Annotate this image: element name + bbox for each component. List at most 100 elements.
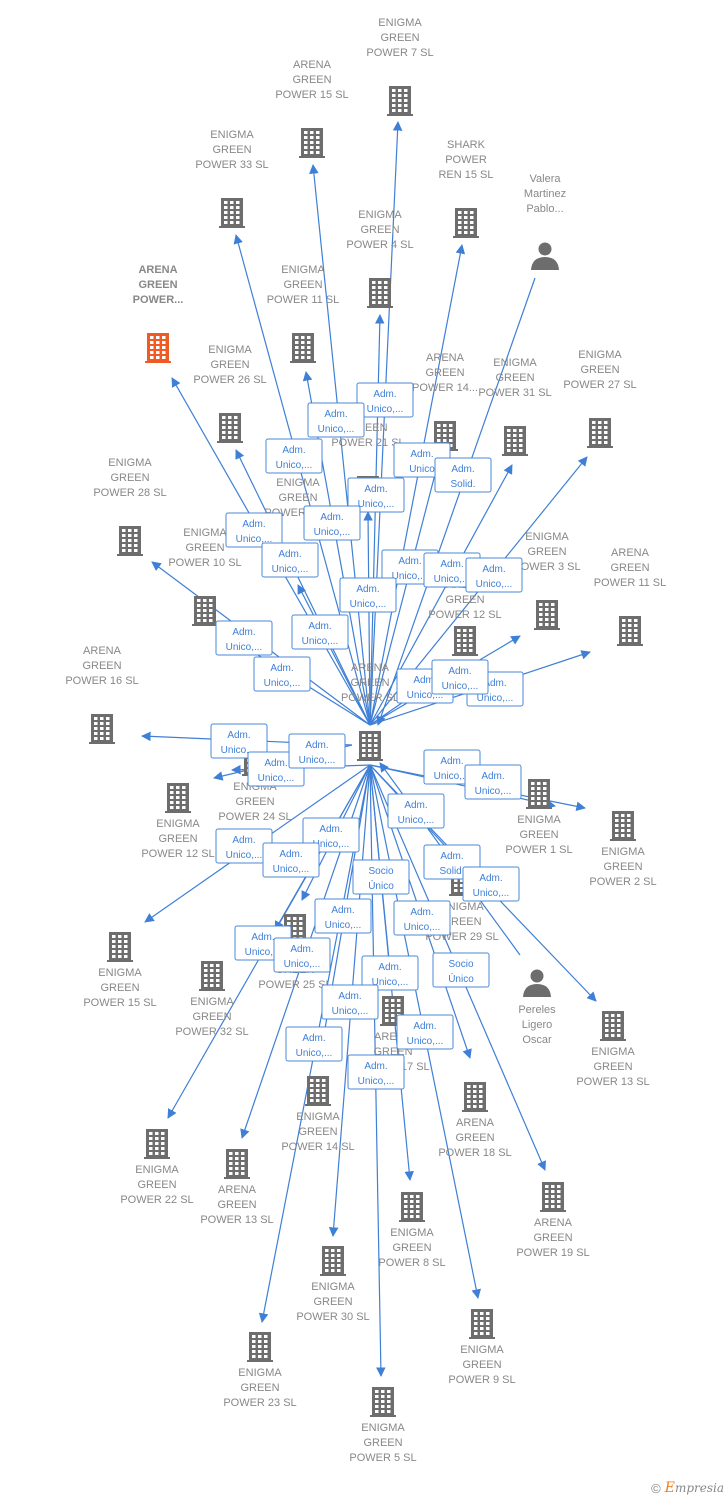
building-icon-window [404,1200,408,1203]
building-icon[interactable] [453,208,479,238]
node-label-line: GREEN [442,916,481,928]
role-label[interactable]: Adm.Unico,... [215,620,273,656]
building-icon-window [545,1200,549,1203]
building-icon-window [112,955,116,958]
building-icon-window [170,796,174,799]
building-icon[interactable] [299,128,325,158]
role-box [387,793,445,829]
building-icon[interactable] [370,1387,396,1417]
building-icon-window [545,1185,549,1188]
building-icon[interactable] [610,811,636,841]
building-icon[interactable] [219,198,245,228]
role-label[interactable]: Adm.Unico,... [210,723,268,759]
building-icon-window [416,1200,420,1203]
role-text: Solid. [450,479,475,490]
building-icon[interactable] [320,1246,346,1276]
role-label[interactable]: Adm.Unico,... [261,542,319,578]
role-label[interactable]: Adm.Unico,... [396,1014,454,1050]
building-icon-window [149,1147,153,1150]
building-icon[interactable] [617,616,643,646]
building-icon[interactable] [600,1011,626,1041]
person-icon[interactable] [531,242,559,271]
role-label[interactable]: Adm.Unico,... [253,656,311,692]
role-label[interactable]: Adm.Unico,... [387,793,445,829]
building-icon[interactable] [452,626,478,656]
building-icon[interactable] [357,731,383,761]
role-text: Adm. [302,1033,325,1044]
role-label[interactable]: Adm.Unico,... [347,477,405,513]
building-icon-window [384,296,388,299]
building-icon[interactable] [247,1332,273,1362]
person-icon[interactable] [523,969,551,998]
building-icon[interactable] [587,418,613,448]
role-label[interactable]: Adm.Unico,... [265,438,323,474]
building-icon-window [304,141,308,144]
building-icon[interactable] [290,333,316,363]
building-icon[interactable] [145,333,171,363]
node-label-line: GREEN [110,472,149,484]
building-icon-window [443,439,447,442]
building-icon[interactable] [117,526,143,556]
role-label[interactable]: Adm.Unico,... [262,842,320,878]
role-label[interactable]: Adm.Unico,... [273,937,331,973]
role-label[interactable]: Adm.Unico,... [314,898,372,934]
role-label[interactable]: Adm.Unico,... [321,984,379,1020]
role-label[interactable]: Adm.Solid. [434,457,492,493]
role-label[interactable]: Adm.Unico,... [285,1026,343,1062]
building-icon-window [307,336,311,339]
building-icon[interactable] [305,1076,331,1106]
building-icon[interactable] [89,714,115,744]
building-icon[interactable] [199,961,225,991]
building-icon[interactable] [469,1309,495,1339]
building-icon[interactable] [387,86,413,116]
building-icon[interactable] [399,1192,425,1222]
role-label[interactable]: Adm.Unico,... [225,512,283,548]
building-icon-base [600,1039,626,1041]
building-icon-window [551,1200,555,1203]
building-icon[interactable] [526,779,552,809]
building-icon-window [316,1079,320,1082]
building-icon-window [307,351,311,354]
building-icon[interactable] [217,413,243,443]
building-icon-window [134,549,138,552]
building-icon[interactable] [144,1129,170,1159]
node-label-line: Ligero [522,1019,553,1031]
building-icon-window [228,421,232,424]
role-label[interactable]: Adm.Unico,... [291,614,349,650]
building-icon-window [155,1132,159,1135]
role-label[interactable]: Adm.Unico,... [393,900,451,936]
role-label[interactable]: Adm.Unico,... [347,1054,405,1090]
role-label[interactable]: Adm.Unico,... [361,955,419,991]
role-label[interactable]: Adm.Unico,... [462,866,520,902]
building-icon[interactable] [107,932,133,962]
node-label-line: GREEN [185,542,224,554]
building-icon[interactable] [367,278,393,308]
role-text: Adm. [308,621,331,632]
building-icon[interactable] [224,1149,250,1179]
role-label[interactable]: Adm.Unico,... [431,659,489,695]
building-icon[interactable] [534,600,560,630]
role-label[interactable]: Adm.Unico,... [288,733,346,769]
building-icon[interactable] [165,783,191,813]
role-label[interactable]: Adm.Unico,... [339,577,397,613]
building-icon-window [543,782,547,785]
role-box [225,512,283,548]
role-label[interactable]: Adm.Unico,... [303,505,361,541]
building-icon-window [264,1345,268,1348]
building-icon[interactable] [540,1182,566,1212]
role-label[interactable]: Adm.Unico,... [356,382,414,418]
building-icon-base [217,441,243,443]
building-icon[interactable] [192,596,218,626]
building-icon[interactable] [462,1082,488,1112]
building-icon-window [457,639,461,642]
role-label[interactable]: Adm.Unico,... [464,764,522,800]
building-icon-window [155,1142,159,1145]
brand-logo[interactable]: Empresia [664,1480,724,1496]
building-icon-window [537,787,541,790]
building-icon-window [293,917,297,920]
role-label[interactable]: Adm.Unico,... [307,402,365,438]
role-label[interactable]: Adm.Unico,... [465,557,523,593]
building-icon[interactable] [502,426,528,456]
